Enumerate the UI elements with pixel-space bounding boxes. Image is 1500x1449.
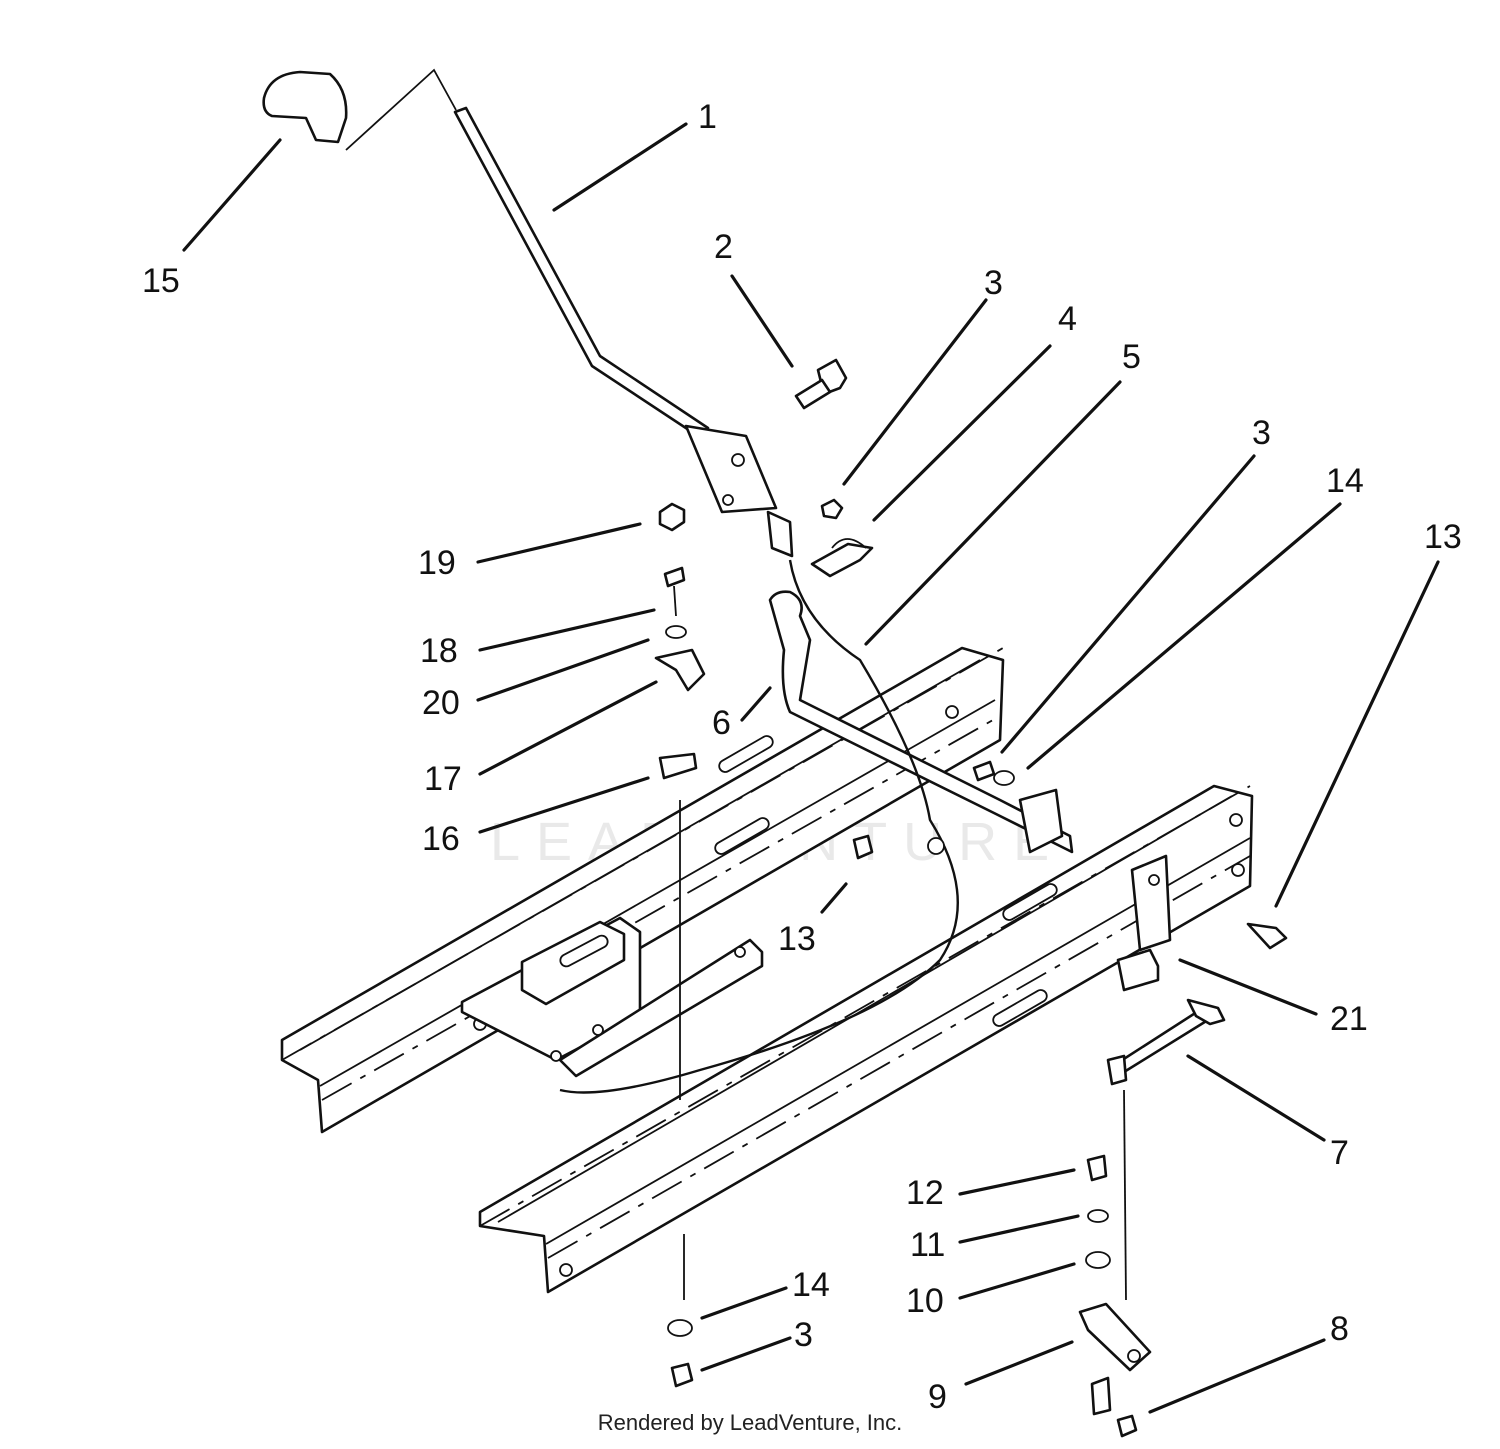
callout-6: 6: [712, 704, 731, 742]
callout-4: 4: [1058, 300, 1077, 338]
callout-14: 14: [1326, 462, 1364, 500]
callout-11: 11: [910, 1226, 945, 1264]
callout-9: 9: [928, 1378, 947, 1416]
frame-rail-lower: [478, 784, 1254, 1294]
callout-21: 21: [1330, 1000, 1368, 1038]
callout-19: 19: [418, 544, 456, 582]
callout-15: 15: [142, 262, 180, 300]
callout-1: 1: [698, 98, 717, 136]
callout-13: 13: [778, 920, 816, 958]
credit-line: Rendered by LeadVenture, Inc.: [597, 1410, 903, 1435]
callout-10: 10: [906, 1282, 944, 1320]
callout-5: 5: [1122, 338, 1141, 376]
callout-2: 2: [714, 228, 733, 266]
callout-20: 20: [422, 684, 460, 722]
lift-bracket: [1116, 854, 1172, 992]
hardware-set: [654, 566, 1288, 1438]
handle-grip: [262, 68, 457, 151]
callout-8: 8: [1330, 1310, 1349, 1348]
callout-3: 3: [984, 264, 1003, 302]
callout-16: 16: [422, 820, 460, 858]
mounting-plate: [460, 735, 774, 1078]
callout-12: 12: [906, 1174, 944, 1212]
lift-link: [1106, 998, 1226, 1086]
lift-rod: [768, 590, 1074, 854]
callout-3: 3: [1252, 414, 1271, 452]
callout-7: 7: [1330, 1134, 1349, 1172]
callout-14: 14: [792, 1266, 830, 1304]
leader-lines: [182, 122, 1440, 1414]
callout-13: 13: [1424, 518, 1462, 556]
cable-clamp: [810, 498, 874, 578]
lift-cable: [559, 559, 959, 1094]
shoulder-bolt: [794, 358, 848, 410]
callout-3: 3: [794, 1316, 813, 1354]
hex-nut: [658, 502, 686, 532]
lift-lever: [453, 106, 794, 558]
callout-17: 17: [424, 760, 462, 798]
callouts: 1 2 3 3 3 4 5 6 7 8 9 10 11 12 13 13 14 …: [142, 98, 1462, 1416]
callout-18: 18: [420, 632, 458, 670]
